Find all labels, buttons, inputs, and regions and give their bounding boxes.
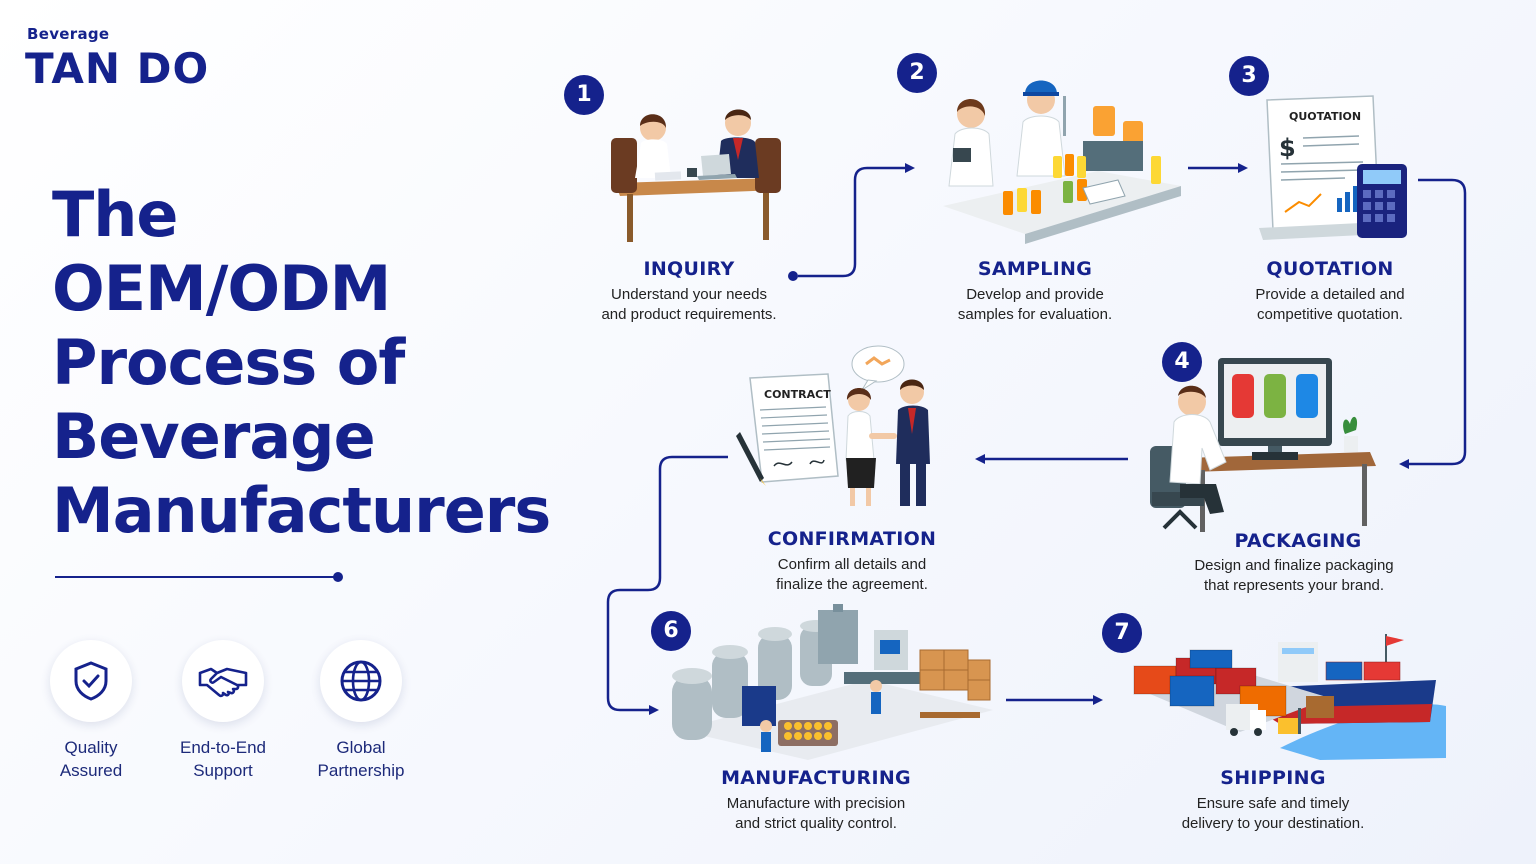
laboratory-illustration: [943, 80, 1181, 244]
step-number-3: 3: [1229, 56, 1269, 96]
step-title-inquiry: INQUIRY: [643, 258, 735, 280]
globe-icon: [320, 640, 402, 722]
feature-label: Quality Assured: [59, 738, 123, 780]
title-divider: [55, 572, 343, 582]
shield-check-icon: [50, 640, 132, 722]
step-title-quotation: QUOTATION: [1266, 258, 1394, 280]
feature-partnership: Global Partnership: [296, 640, 426, 782]
step-desc-shipping: Ensure safe and timely delivery to your …: [1181, 795, 1365, 832]
shipping-port-illustration: [1133, 634, 1446, 760]
step-title-confirmation: CONFIRMATION: [767, 528, 937, 550]
quotation-doc-title: QUOTATION: [1289, 110, 1361, 123]
brand-logo: TAN DO: [25, 44, 209, 93]
step-number-4: 4: [1162, 342, 1202, 382]
step-number-1: 1: [564, 75, 604, 115]
title-line: OEM/ODM: [52, 252, 391, 325]
packaging-design-illustration: [1150, 358, 1376, 532]
title-line: Process of: [52, 326, 405, 399]
meeting-illustration: [611, 109, 781, 242]
title-line: The: [52, 178, 178, 251]
step-title-packaging: PACKAGING: [1234, 530, 1362, 552]
step-desc-inquiry: Understand your needs and product requir…: [601, 286, 777, 323]
step-number-6: 6: [651, 611, 691, 651]
step-number-2: 2: [897, 53, 937, 93]
step-desc-packaging: Design and finalize packaging that repre…: [1194, 557, 1394, 594]
contract-signing-illustration: CONTRACT: [736, 345, 930, 506]
feature-support: End-to-End Support: [158, 640, 288, 782]
step-desc-confirmation: Confirm all details and finalize the agr…: [776, 556, 928, 593]
contract-doc-title: CONTRACT: [764, 388, 831, 401]
step-number-7: 7: [1102, 613, 1142, 653]
handshake-icon: [182, 640, 264, 722]
page-title: The OEM/ODM Process of Beverage Manufact…: [52, 178, 551, 548]
dollar-sign: $: [1279, 134, 1296, 162]
feature-label: Global Partnership: [317, 738, 405, 780]
feature-quality: Quality Assured: [26, 640, 156, 782]
factory-illustration: [672, 604, 993, 760]
step-desc-sampling: Develop and provide samples for evaluati…: [957, 286, 1113, 323]
step-title-manufacturing: MANUFACTURING: [721, 767, 911, 789]
quotation-illustration: QUOTATION $: [1259, 95, 1407, 240]
step-title-shipping: SHIPPING: [1220, 767, 1326, 789]
title-line: Beverage: [52, 400, 376, 473]
brand-name: TAN DO: [25, 44, 210, 93]
title-line: Manufacturers: [52, 474, 551, 547]
step-title-sampling: SAMPLING: [977, 258, 1093, 280]
step-desc-manufacturing: Manufacture with precision and strict qu…: [726, 795, 906, 832]
feature-label: End-to-End Support: [180, 738, 266, 780]
step-desc-quotation: Provide a detailed and competitive quota…: [1255, 286, 1405, 323]
brand-tagline: Beverage: [27, 25, 110, 43]
